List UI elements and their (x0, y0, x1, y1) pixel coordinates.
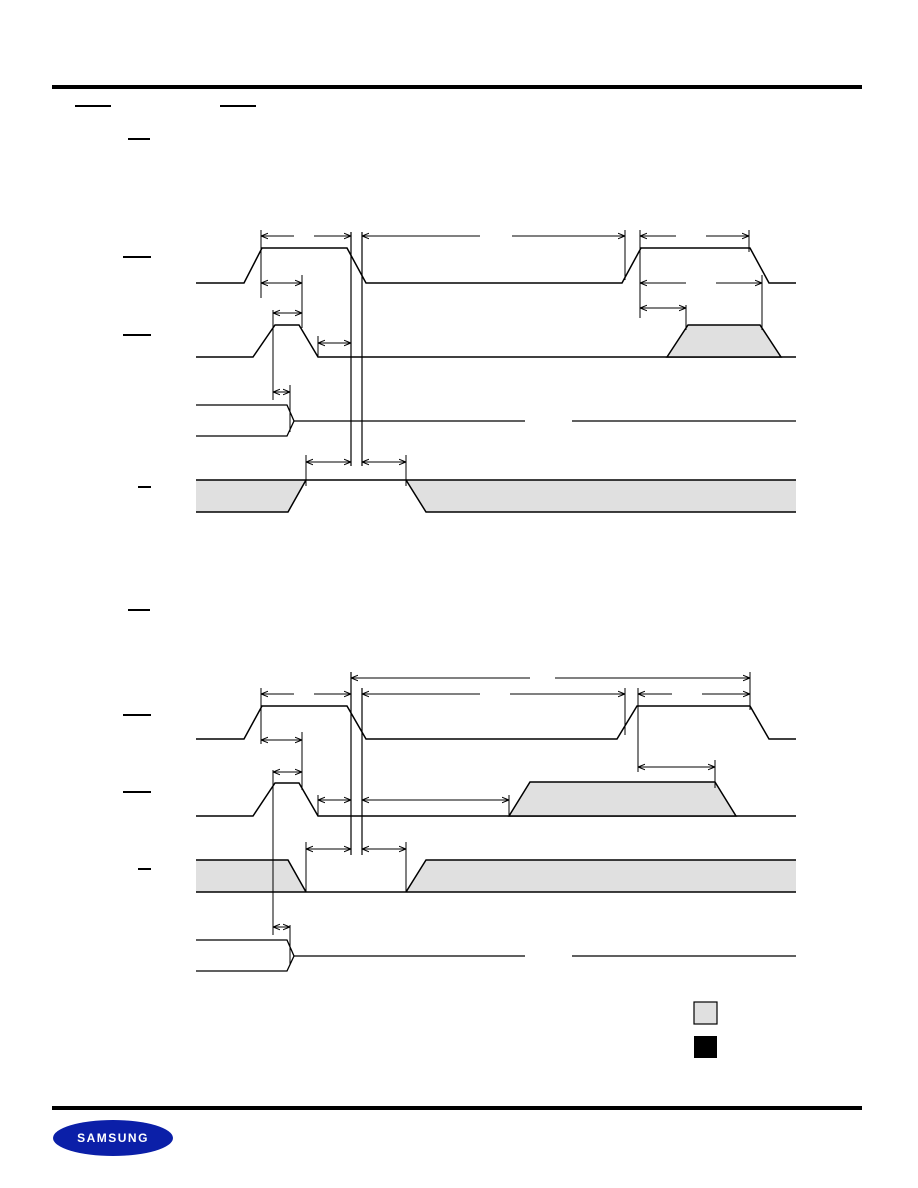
shaded-pulse-upper-2 (665, 324, 783, 358)
logo-ellipse (53, 1120, 173, 1156)
lower-dimension-arrows (261, 678, 750, 927)
waveform-upper-2 (196, 324, 796, 358)
shaded-region-upper-4a (196, 480, 306, 512)
waveform-upper-1 (196, 247, 796, 284)
signal-label-overbar (138, 486, 151, 488)
footer-rule (52, 1106, 862, 1110)
title-overbar-1 (128, 138, 150, 140)
waveform-lower-1 (196, 705, 796, 740)
upper-dimension-arrows (261, 236, 762, 462)
shaded-pulse-lower-2 (507, 781, 738, 817)
shaded-region-lower-3b (406, 860, 796, 892)
waveform-upper-bus (196, 404, 295, 437)
waveform-lower-bus (196, 939, 295, 972)
header-overbar-right (220, 105, 256, 107)
signal-label-overbar (123, 334, 151, 336)
shaded-region-lower-3a (196, 860, 306, 892)
waveform-lower-2 (196, 782, 796, 817)
logo-text: SAMSUNG (77, 1131, 149, 1145)
signal-label-overbar (123, 791, 151, 793)
signal-label-overbar (138, 868, 151, 870)
header-overbar-left (75, 105, 111, 107)
signal-label-overbar (123, 256, 151, 258)
header-rule (52, 85, 862, 89)
lower-timing-diagram (196, 672, 796, 972)
upper-timing-diagram (196, 230, 796, 513)
legend-swatch-dark (694, 1036, 717, 1058)
waveform-upper-4 (196, 479, 796, 513)
title-overbar-2 (128, 609, 150, 611)
signal-label-overbar (123, 714, 151, 716)
shaded-region-upper-4b (406, 480, 796, 512)
samsung-logo: SAMSUNG (52, 1118, 174, 1158)
legend-swatch-light (693, 1001, 718, 1025)
